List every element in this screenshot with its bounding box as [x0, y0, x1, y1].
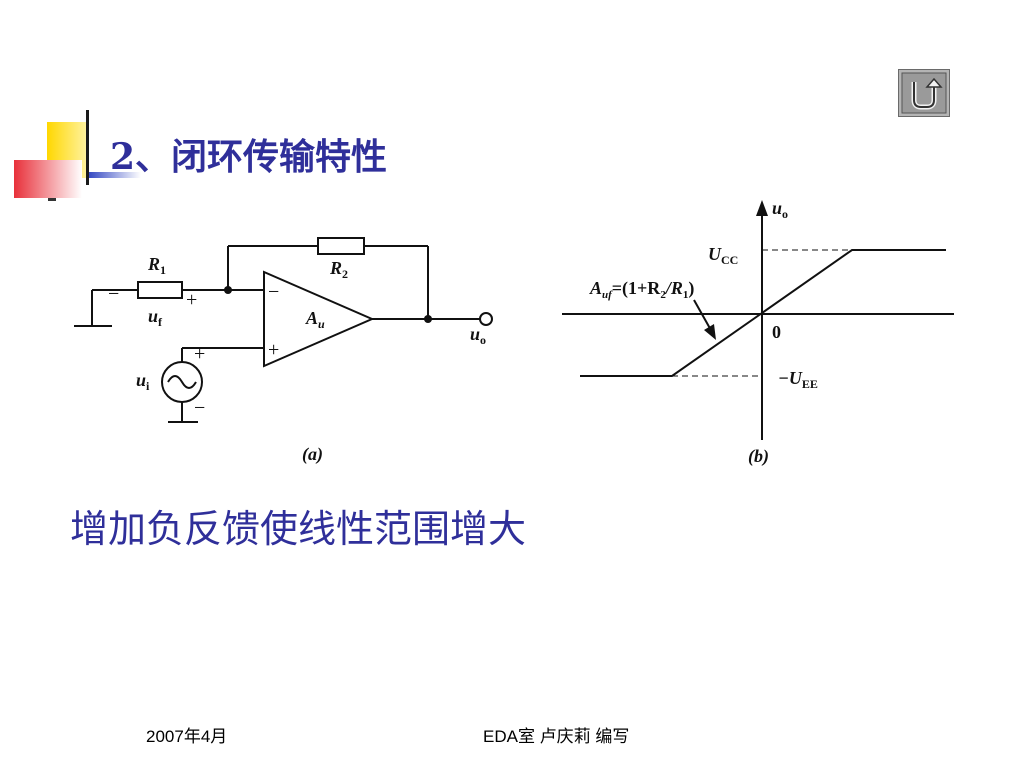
svg-text:−UEE: −UEE	[778, 368, 818, 391]
uee-label: −U	[778, 368, 803, 388]
svg-text:R2: R2	[329, 258, 348, 281]
return-button[interactable]	[898, 69, 950, 117]
svg-text:uo: uo	[470, 324, 486, 347]
svg-text:uo: uo	[772, 198, 788, 221]
uo-label: u	[470, 324, 480, 344]
op-amp	[263, 270, 375, 368]
resistor-r1	[137, 281, 183, 299]
svg-text:UCC: UCC	[708, 244, 738, 267]
opamp-plus-sign: +	[268, 339, 279, 361]
uf-label: u	[148, 306, 158, 326]
body-text: 增加负反馈使线性范围增大	[70, 507, 527, 551]
opamp-minus-sign: −	[268, 281, 279, 303]
r1-label: R	[147, 254, 160, 274]
source-plus-sign: +	[194, 343, 205, 365]
footer-date: 2007年4月	[146, 727, 228, 746]
y-axis-label: u	[772, 198, 782, 218]
resistor-r2	[317, 237, 365, 255]
svg-text:Au: Au	[305, 308, 325, 331]
r1-minus-sign: −	[108, 283, 119, 305]
ucc-label: U	[708, 244, 722, 264]
r1-plus-sign: +	[186, 289, 197, 311]
title-decoration	[14, 110, 141, 201]
caption-a: (a)	[302, 444, 323, 465]
amp-label: A	[305, 308, 318, 328]
svg-text:uf: uf	[148, 306, 163, 329]
svg-text:ui: ui	[136, 370, 150, 393]
transfer-characteristic-chart	[562, 200, 954, 440]
source-minus-sign: −	[194, 397, 205, 419]
characteristic-curve	[580, 249, 946, 377]
origin-label: 0	[772, 322, 781, 342]
circuit-labels: R1 R2 uf ui uo Au	[136, 254, 486, 393]
ui-label: u	[136, 370, 146, 390]
caption-b: (b)	[748, 446, 769, 467]
figure-area: R1 R2 uf ui uo Au − + − + + − (a) uo UCC…	[74, 198, 954, 467]
return-arrow-icon	[901, 72, 947, 114]
svg-text:R1: R1	[147, 254, 166, 277]
slope-label: Auf=(1+R2/R1)	[589, 278, 694, 301]
footer-author: EDA室 卢庆莉 编写	[483, 727, 630, 746]
circuit-diagram	[74, 237, 493, 423]
slide-title: 2、闭环传输特性	[110, 136, 388, 178]
r2-label: R	[329, 258, 342, 278]
